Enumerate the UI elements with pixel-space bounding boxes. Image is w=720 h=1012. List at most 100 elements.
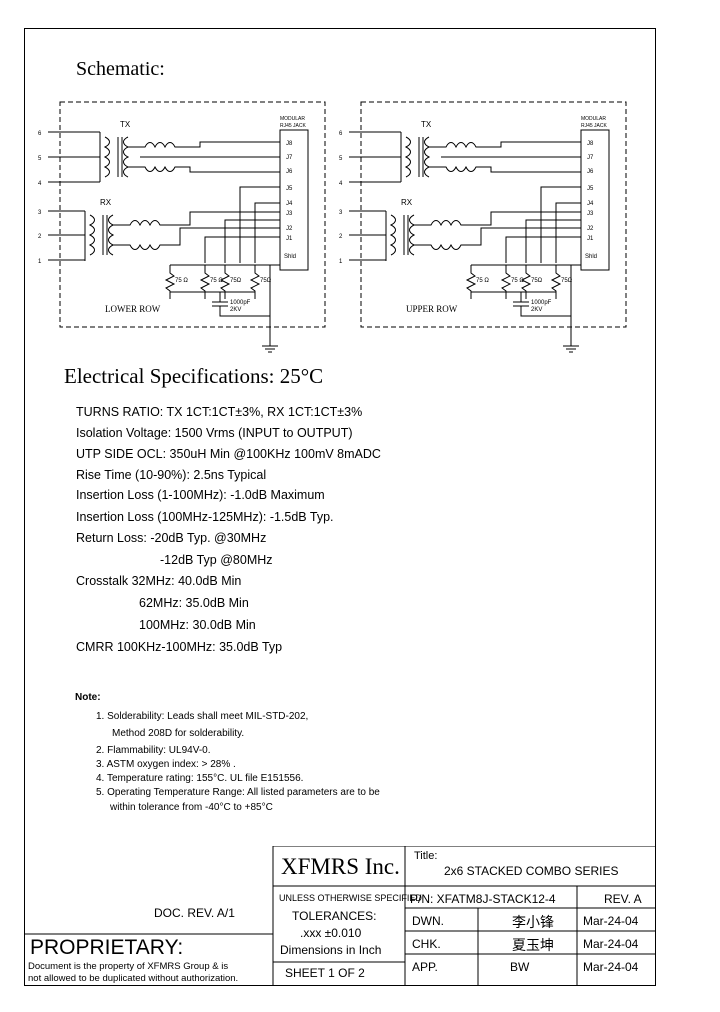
jack-label-2: RJ45 JACK: [280, 123, 307, 129]
jack-pin: J3: [587, 211, 594, 217]
jack-label-1: MODULAR: [280, 116, 305, 122]
company-name: XFMRS Inc.: [281, 854, 400, 879]
spec-line: Rise Time (10-90%): 2.5ns Typical: [76, 468, 267, 482]
schematic-title: Schematic:: [76, 58, 165, 80]
note-line: 3. ASTM oxygen index: > 28% .: [96, 759, 236, 770]
note-line: 2. Flammability: UL94V-0.: [96, 745, 211, 756]
lower-row-label: LOWER ROW: [105, 304, 161, 314]
pin-3: 3: [339, 210, 343, 216]
pin-5: 5: [339, 156, 343, 162]
tolerances-label: TOLERANCES:: [292, 909, 377, 923]
jack-pin: Shld: [284, 254, 296, 260]
schematic-upper: 6 5 4 3 2 1 TX RX MODULAR RJ45 JACK J8 J…: [339, 101, 627, 353]
jack-pin: J3: [286, 211, 293, 217]
upper-dashed-outline: [360, 101, 627, 328]
jack-pin: J2: [587, 226, 594, 232]
resistor-label: 75Ω: [531, 278, 543, 284]
title-label: Title:: [414, 850, 438, 862]
jack-label-1: MODULAR: [581, 116, 606, 122]
note-line: within tolerance from -40°C to +85°C: [110, 802, 273, 813]
jack-pin: J7: [286, 155, 293, 161]
rx-label: RX: [401, 198, 413, 207]
resistor-label: 75Ω: [230, 278, 242, 284]
jack-pin: J4: [286, 201, 293, 207]
jack-pin: J7: [587, 155, 594, 161]
chk-date: Mar-24-04: [583, 937, 639, 951]
spec-line: CMRR 100KHz-100MHz: 35.0dB Typ: [76, 640, 283, 654]
spec-line: TURNS RATIO: TX 1CT:1CT±3%, RX 1CT:1CT±3…: [76, 405, 363, 419]
proprietary-line2: not allowed to be duplicated without aut…: [28, 973, 239, 984]
lower-dashed-outline: [59, 101, 326, 328]
resistor-label: 75Ω: [561, 278, 573, 284]
resistor-label: 75 Ω: [210, 278, 223, 284]
pin-4: 4: [339, 181, 343, 187]
note-line: Method 208D for solderability.: [112, 728, 245, 739]
jack-pin: J6: [587, 169, 594, 175]
doc-revision: DOC. REV. A/1: [154, 906, 235, 920]
pin-4: 4: [38, 181, 42, 187]
tx-label: TX: [120, 120, 131, 129]
jack-pin: J5: [587, 186, 594, 192]
app-name: BW: [510, 960, 530, 974]
app-date: Mar-24-04: [583, 960, 639, 974]
cap-voltage: 2KV: [531, 307, 542, 313]
jack-pin: J5: [286, 186, 293, 192]
spec-line: Insertion Loss (100MHz-125MHz): -1.5dB T…: [76, 510, 334, 524]
chk-label: CHK.: [412, 937, 441, 951]
resistor-label: 75 Ω: [511, 278, 524, 284]
jack-pin: J2: [286, 226, 293, 232]
jack-pin: J1: [286, 236, 293, 242]
dwn-label: DWN.: [412, 914, 444, 928]
pin-3: 3: [38, 210, 42, 216]
chk-signature: 夏玉坤: [512, 939, 554, 954]
jack-pin: J6: [286, 169, 293, 175]
jack-pin: Shld: [585, 254, 597, 260]
note-line: 1. Solderability: Leads shall meet MIL-S…: [96, 711, 309, 722]
spec-line: 100MHz: 30.0dB Min: [139, 618, 256, 632]
rx-label: RX: [100, 198, 112, 207]
cap-label: 1000pF: [230, 300, 251, 306]
pin-2: 2: [38, 234, 42, 240]
proprietary-heading: PROPRIETARY:: [30, 936, 184, 959]
sheet-number: SHEET 1 OF 2: [285, 966, 365, 980]
tx-label: TX: [421, 120, 432, 129]
pin-1: 1: [339, 259, 343, 265]
lower-jack-box: [279, 129, 309, 271]
jack-label-2: RJ45 JACK: [581, 123, 608, 129]
dwn-signature: 李小锋: [512, 916, 554, 931]
dimensions-unit: Dimensions in Inch: [280, 943, 382, 957]
upper-jack-box: [580, 129, 610, 271]
spec-line: Crosstalk 32MHz: 40.0dB Min: [76, 574, 242, 588]
drawing-frame: [24, 28, 656, 986]
cap-voltage: 2KV: [230, 307, 241, 313]
schematic-lower: 6 5 4 3 2 1 TX RX MODULAR RJ45 JACK J8 J…: [38, 101, 326, 353]
jack-pin: J1: [587, 236, 594, 242]
part-number: P/N: XFATM8J-STACK12-4: [410, 892, 556, 906]
jack-pin: J8: [286, 141, 293, 147]
dwn-date: Mar-24-04: [583, 914, 639, 928]
spec-line: 62MHz: 35.0dB Min: [139, 596, 249, 610]
unless-specified: UNLESS OTHERWISE SPECIFIED: [279, 893, 422, 903]
jack-pin: J4: [587, 201, 594, 207]
spec-line: Return Loss: -20dB Typ. @30MHz: [76, 531, 267, 545]
drawing-title: 2x6 STACKED COMBO SERIES: [444, 864, 619, 878]
title-block-grid: [24, 846, 656, 986]
note-line: 4. Temperature rating: 155°C. UL file E1…: [96, 773, 304, 784]
upper-row-label: UPPER ROW: [406, 304, 458, 314]
resistor-label: 75Ω: [260, 278, 272, 284]
cap-label: 1000pF: [531, 300, 552, 306]
revision: REV. A: [604, 892, 642, 906]
spec-title: Electrical Specifications: 25°C: [64, 364, 324, 388]
resistor-label: 75 Ω: [175, 278, 188, 284]
tolerance-value: .xxx ±0.010: [300, 926, 362, 940]
proprietary-line1: Document is the property of XFMRS Group …: [28, 961, 229, 972]
note-line: 5. Operating Temperature Range: All list…: [96, 787, 380, 798]
pin-2: 2: [339, 234, 343, 240]
spec-line: -12dB Typ @80MHz: [160, 553, 273, 567]
app-label: APP.: [412, 960, 438, 974]
spec-line: Isolation Voltage: 1500 Vrms (INPUT to O…: [76, 426, 353, 440]
pin-1: 1: [38, 259, 42, 265]
jack-pin: J8: [587, 141, 594, 147]
notes-heading: Note:: [75, 692, 101, 703]
resistor-label: 75 Ω: [476, 278, 489, 284]
